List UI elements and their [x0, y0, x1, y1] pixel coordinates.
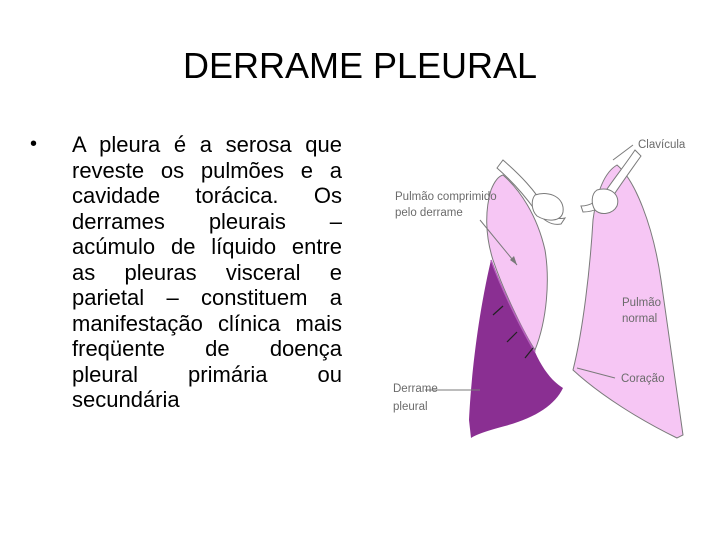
bullet-item: • A pleura é a serosa que reveste os pul… [30, 132, 342, 413]
clavicle-left [496, 159, 567, 225]
label-derrame-2: pleural [393, 401, 428, 413]
pleural-effusion-diagram: Clavícula Pulmão comprimido pelo derrame… [385, 120, 695, 445]
label-compressed-2: pelo derrame [395, 207, 463, 219]
bullet-text: A pleura é a serosa que reveste os pulmõ… [72, 132, 342, 412]
pleural-lining [490, 259, 536, 353]
label-clavicula: Clavícula [638, 139, 686, 151]
label-normal-1: Pulmão [622, 297, 661, 309]
label-coracao: Coração [621, 373, 664, 385]
normal-lung [572, 164, 684, 439]
label-compressed-1: Pulmão comprimido [395, 191, 497, 203]
label-derrame-1: Derrame [393, 383, 438, 395]
clavicle-right [580, 149, 642, 213]
bullet-marker: • [30, 133, 38, 155]
label-normal-2: normal [622, 313, 657, 325]
slide-title: DERRAME PLEURAL [182, 45, 538, 86]
pleural-effusion [469, 260, 563, 438]
